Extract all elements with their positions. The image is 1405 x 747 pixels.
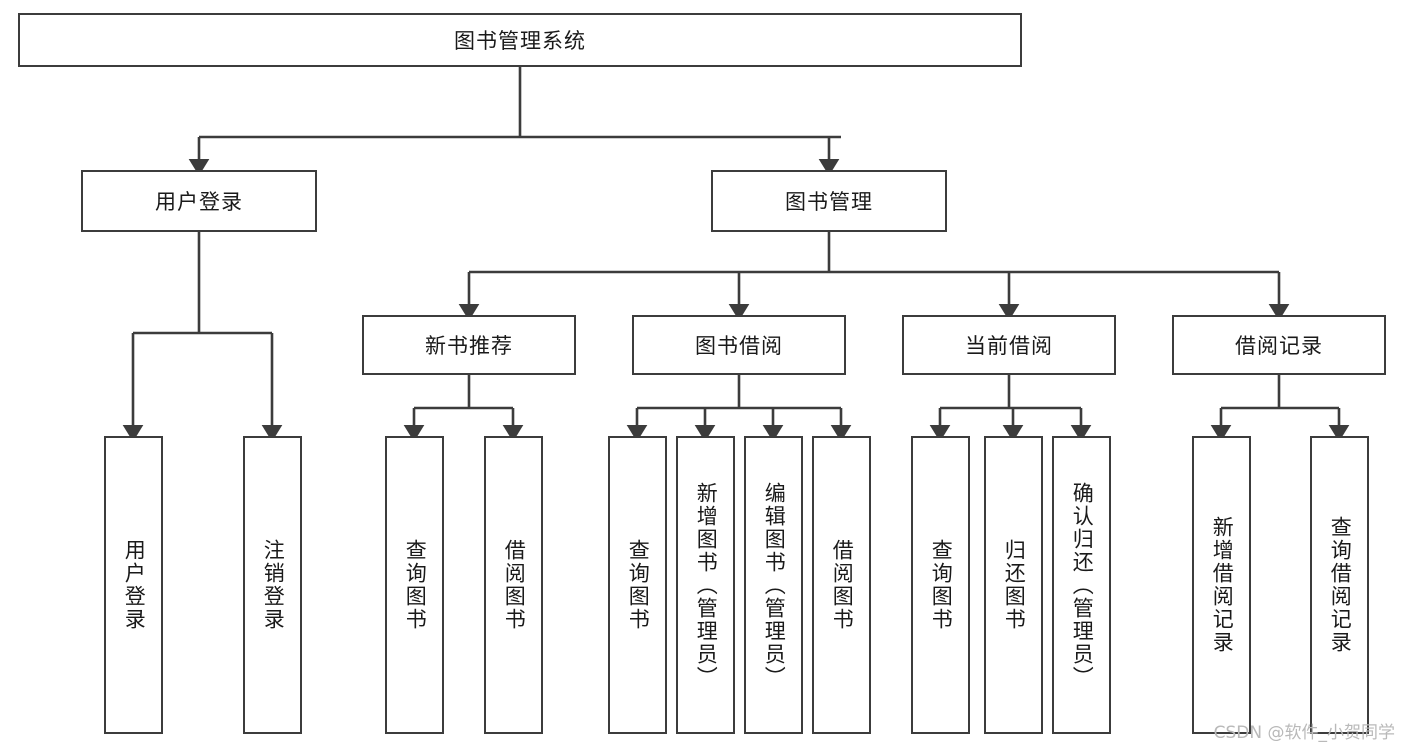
- node-label: 用户登录: [122, 539, 147, 631]
- node-leaf-login-1[interactable]: 用户登录: [104, 436, 163, 734]
- node-label: 确认归还（管理员）: [1070, 481, 1095, 689]
- node-label: 新增借阅记录: [1210, 516, 1235, 654]
- node-label: 查询借阅记录: [1328, 516, 1353, 654]
- node-label: 编辑图书（管理员）: [762, 481, 787, 689]
- node-label: 用户登录: [155, 190, 243, 214]
- node-label: 新书推荐: [425, 334, 513, 358]
- node-label: 借阅图书: [502, 539, 527, 631]
- node-label: 新增图书（管理员）: [694, 481, 719, 689]
- node-leaf-bor-1[interactable]: 查询图书: [608, 436, 667, 734]
- node-label: 图书借阅: [695, 334, 783, 358]
- node-leaf-cur-1[interactable]: 查询图书: [911, 436, 970, 734]
- node-leaf-new-1[interactable]: 查询图书: [385, 436, 444, 734]
- node-records[interactable]: 借阅记录: [1172, 315, 1386, 375]
- node-root[interactable]: 图书管理系统: [18, 13, 1022, 67]
- node-label: 查询图书: [403, 539, 428, 631]
- node-label: 归还图书: [1002, 539, 1027, 631]
- node-label: 当前借阅: [965, 334, 1053, 358]
- node-leaf-rec-1[interactable]: 新增借阅记录: [1192, 436, 1251, 734]
- node-leaf-bor-2[interactable]: 新增图书（管理员）: [676, 436, 735, 734]
- node-label: 图书管理系统: [454, 29, 586, 53]
- node-current[interactable]: 当前借阅: [902, 315, 1116, 375]
- node-login[interactable]: 用户登录: [81, 170, 317, 232]
- node-borrow[interactable]: 图书借阅: [632, 315, 846, 375]
- node-leaf-new-2[interactable]: 借阅图书: [484, 436, 543, 734]
- node-label: 注销登录: [261, 539, 286, 631]
- node-leaf-rec-2[interactable]: 查询借阅记录: [1310, 436, 1369, 734]
- node-label: 查询图书: [626, 539, 651, 631]
- node-leaf-bor-3[interactable]: 编辑图书（管理员）: [744, 436, 803, 734]
- node-label: 图书管理: [785, 190, 873, 214]
- node-leaf-login-2[interactable]: 注销登录: [243, 436, 302, 734]
- node-bookmgmt[interactable]: 图书管理: [711, 170, 947, 232]
- node-leaf-cur-2[interactable]: 归还图书: [984, 436, 1043, 734]
- node-label: 借阅图书: [830, 539, 855, 631]
- node-label: 借阅记录: [1235, 334, 1323, 358]
- node-leaf-cur-3[interactable]: 确认归还（管理员）: [1052, 436, 1111, 734]
- node-leaf-bor-4[interactable]: 借阅图书: [812, 436, 871, 734]
- node-newbook[interactable]: 新书推荐: [362, 315, 576, 375]
- node-label: 查询图书: [929, 539, 954, 631]
